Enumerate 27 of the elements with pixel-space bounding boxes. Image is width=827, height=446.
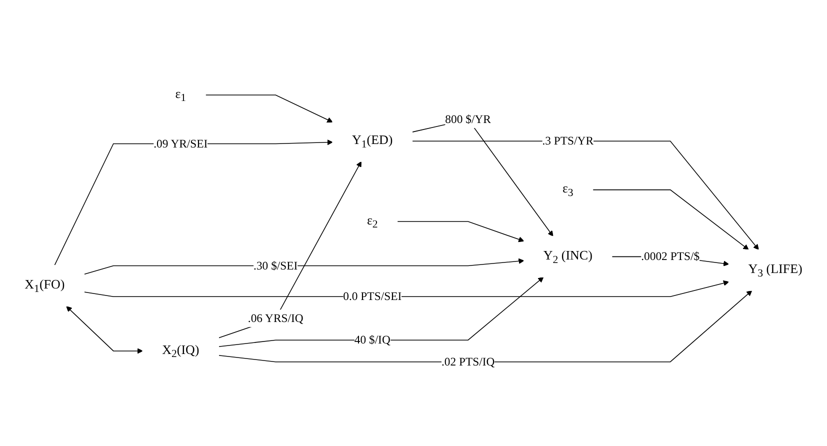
node-text: ε$_{3}$ <box>562 182 574 199</box>
edge-label: .02 PTS/IQ <box>441 355 495 368</box>
edge-label: .3 PTS/YR <box>542 134 594 148</box>
arrow <box>66 306 143 354</box>
arrow <box>396 221 524 242</box>
edge-label: .09 YR/SEI <box>154 136 208 150</box>
arrow <box>218 276 544 347</box>
node-text: Y$_{1}$(ED) <box>352 133 393 150</box>
node-text: X$_{2}$(IQ) <box>162 342 200 360</box>
arrow <box>218 290 752 362</box>
node-text: X$_{1}$(FO) <box>24 278 65 294</box>
edge-label: 40 $/IQ <box>354 333 390 346</box>
arrow <box>592 189 749 250</box>
edge-label: 0.0 PTS/SEI <box>343 290 402 303</box>
arrow <box>412 140 759 250</box>
arrow <box>84 280 730 297</box>
node-text: ε$_{1}$ <box>175 86 186 104</box>
arrow <box>205 94 333 122</box>
edge-label: .30 $/SEI <box>254 258 298 272</box>
node-text: ε$_{2}$ <box>366 213 378 230</box>
arrow <box>84 258 524 275</box>
edge-label: .06 YRS/IQ <box>248 312 304 325</box>
edge-label: .0002 PTS/$ <box>641 250 700 263</box>
arrow <box>218 161 362 338</box>
edge-label: 800 $/YR <box>445 112 491 126</box>
node-text: Y$_{2}$ (INC) <box>543 248 592 266</box>
node-text: Y$_{3}$ (LIFE) <box>748 262 802 279</box>
